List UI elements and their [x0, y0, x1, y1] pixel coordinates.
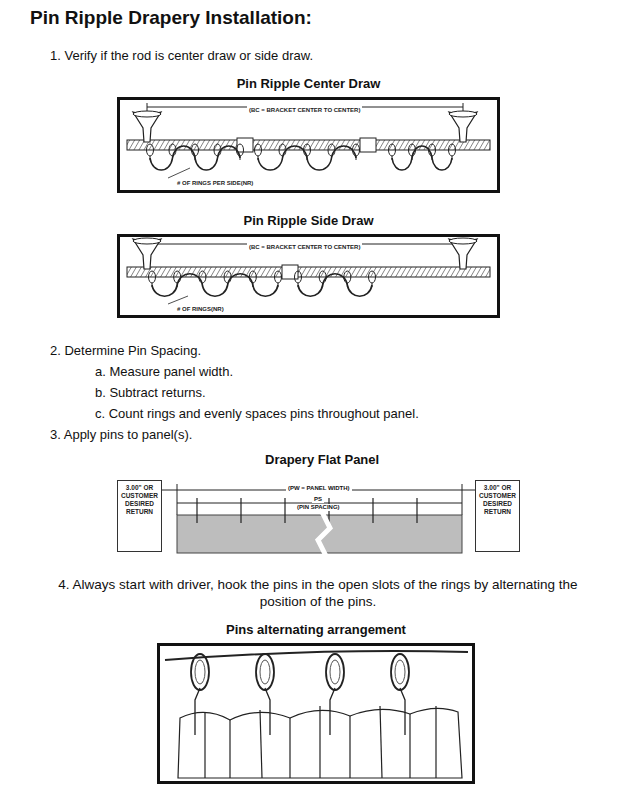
- dimension-label: (BC = BRACKET CENTER TO CENTER): [247, 106, 362, 114]
- figure-heading: Pin Ripple Center Draw: [80, 76, 537, 92]
- dimension-lines: [147, 103, 475, 515]
- step-text: 4. Always start with driver, hook the pi…: [40, 576, 596, 610]
- ring-group: [133, 111, 477, 735]
- dimension-label: PS: [312, 496, 324, 503]
- step-text: 3. Apply pins to panel(s).: [50, 427, 192, 443]
- figure-heading: Pins alternating arrangement: [120, 622, 512, 638]
- break-mark: [318, 512, 330, 556]
- return-text: 3.00" OR CUSTOMER DESIRED RETURN: [478, 484, 517, 516]
- step-text: 1. Verify if the rod is center draw or s…: [50, 48, 313, 64]
- return-text: 3.00" OR CUSTOMER DESIRED RETURN: [120, 484, 159, 516]
- step-text: 2. Determine Pin Spacing.: [50, 343, 201, 359]
- figure-heading: Pin Ripple Side Draw: [80, 213, 537, 229]
- dimension-label: # OF RINGS(NR): [175, 305, 226, 313]
- illustration-frame: Pins alternating arrangement: [157, 643, 475, 784]
- dimension-label: # OF RINGS PER SIDE(NR): [175, 179, 255, 187]
- pins-alternating-illustration: [165, 651, 468, 778]
- illustration-frame: Pin Ripple Center Draw(BC = BRACKET CENT…: [117, 97, 500, 193]
- step-text: b. Subtract returns.: [95, 385, 206, 401]
- step-text: c. Count rings and evenly spaces pins th…: [95, 406, 419, 422]
- pin-ticks: [197, 498, 417, 523]
- dimension-label: (BC = BRACKET CENTER TO CENTER): [247, 243, 362, 251]
- return-box: 3.00" OR CUSTOMER DESIRED RETURN: [475, 480, 520, 552]
- dimension-label: (PIN SPACING): [295, 504, 342, 511]
- figure-heading: Drapery Flat Panel: [265, 452, 379, 468]
- dimension-label: (PW = PANEL WIDTH): [286, 485, 352, 492]
- illustration-frame: Pin Ripple Side Draw(BC = BRACKET CENTER…: [117, 234, 500, 318]
- page-title: Pin Ripple Drapery Installation:: [30, 6, 312, 30]
- step-text: a. Measure panel width.: [95, 364, 233, 380]
- return-box: 3.00" OR CUSTOMER DESIRED RETURN: [117, 480, 162, 552]
